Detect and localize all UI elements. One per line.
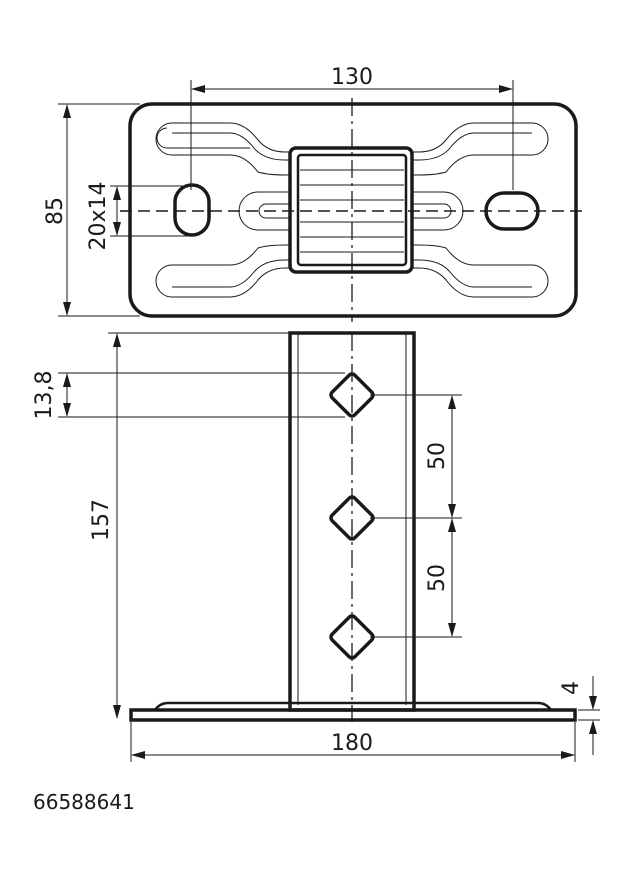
part-number: 66588641 [33,790,135,814]
side-view-base-plate [129,701,577,722]
diamond-hole-3 [329,614,375,660]
side-view-post [288,331,416,722]
dimension-label-13-8: 13,8 [32,371,57,420]
right-mounting-slot [484,191,540,231]
dimension-label-4: 4 [559,681,584,695]
dimension-label-130: 130 [331,65,373,90]
dimension-label-20x14: 20x14 [86,181,111,250]
top-view-base-plate [120,98,582,322]
dimension-13-8: 13,8 [32,371,345,420]
dimension-label-180: 180 [331,731,373,756]
dimension-180: 180 [130,722,576,762]
dimension-157: 157 [89,332,290,719]
diamond-hole-2 [329,495,375,541]
dimension-50-pair: 50 50 [370,394,462,638]
dimension-label-50-lower: 50 [425,564,450,592]
diamond-hole-1 [329,372,375,418]
dimension-label-50-upper: 50 [425,442,450,470]
dimension-20x14: 20x14 [86,181,192,251]
dimension-130: 130 [190,65,514,190]
dimension-85: 85 [43,103,140,317]
post-outer-outline [288,146,414,274]
dimension-label-157: 157 [89,499,114,541]
left-mounting-slot [173,183,211,237]
dimension-label-85: 85 [43,197,68,225]
dimension-4: 4 [559,676,600,755]
